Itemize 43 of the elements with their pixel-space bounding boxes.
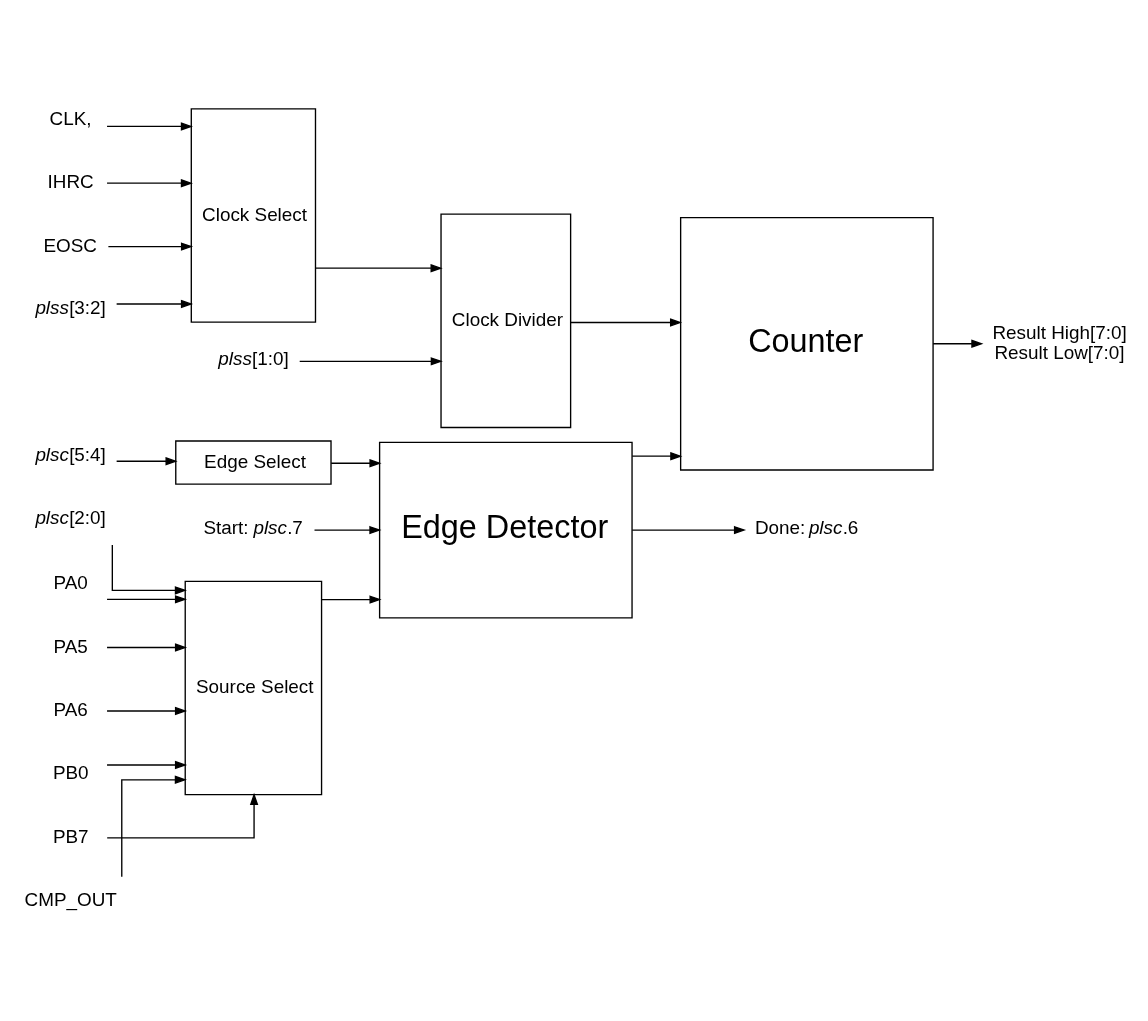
arrow	[321, 595, 382, 604]
node-box: Source Select	[184, 580, 323, 796]
node-box: Clock Select	[190, 108, 317, 323]
arrow	[313, 525, 382, 535]
node-text: CLK,	[49, 107, 92, 129]
node-text: IHRC	[47, 171, 94, 193]
arrow	[106, 706, 188, 716]
arrow	[115, 299, 194, 309]
node-box: Counter	[679, 216, 934, 471]
node-box: Clock Divider	[440, 213, 572, 429]
arrow	[107, 242, 194, 251]
arrow	[299, 357, 443, 366]
node-box: Edge Select	[175, 440, 332, 485]
arrow	[631, 525, 747, 535]
node-text: plss[1:0]	[218, 347, 289, 369]
node-text: CMP_OUT	[24, 889, 117, 911]
arrow	[115, 456, 178, 466]
node-text: PB7	[52, 825, 89, 847]
arrow	[106, 178, 193, 188]
arrow	[631, 451, 683, 461]
node-box: Edge Detector	[378, 441, 633, 619]
arrow	[106, 792, 259, 839]
arrow	[570, 318, 683, 327]
node-text: Result High[7:0] Result Low[7:0]	[992, 321, 1127, 363]
node-text: plsc[2:0]	[35, 507, 106, 529]
arrow	[106, 760, 188, 770]
arrow	[111, 544, 187, 595]
arrow	[932, 339, 984, 349]
node-text: plss[3:2]	[35, 296, 106, 318]
node-text: PA6	[53, 698, 88, 720]
arrow	[330, 459, 382, 468]
arrow	[121, 775, 187, 878]
arrow	[106, 595, 188, 604]
node-text: Done: plsc.6	[754, 516, 859, 538]
node-text: PB0	[52, 762, 89, 784]
node-text: Start: plsc.7	[203, 516, 303, 538]
node-text: plsc[5:4]	[35, 443, 106, 465]
arrow	[106, 122, 193, 131]
node-text: PA0	[53, 572, 88, 594]
arrow	[315, 263, 443, 273]
arrow	[106, 643, 188, 652]
node-text: PA5	[53, 635, 88, 657]
node-text: EOSC	[43, 234, 97, 256]
